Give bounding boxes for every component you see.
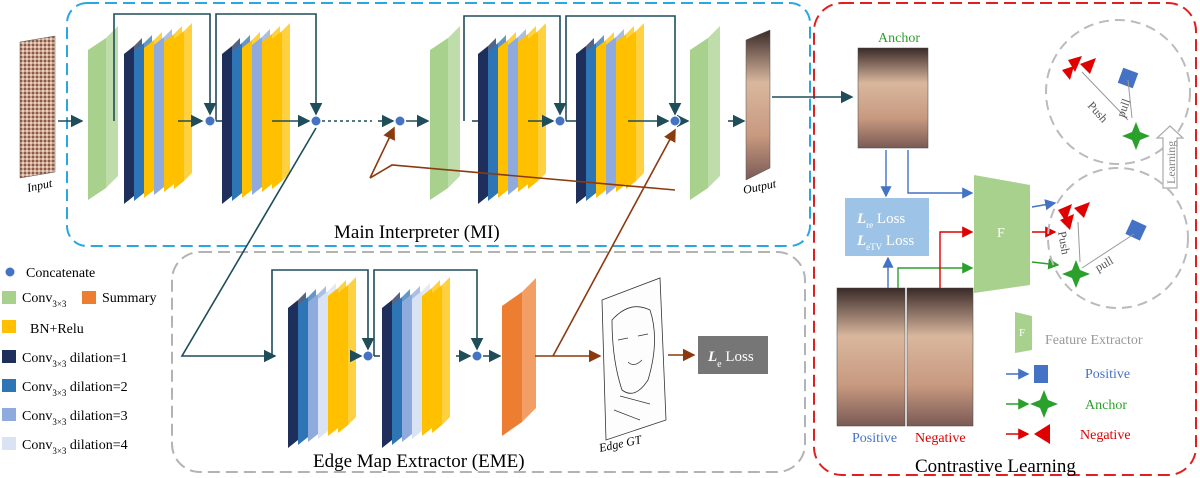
mi-block3-slab-5 (528, 23, 546, 189)
legend: Concatenate Conv3×3 Summary BN+Relu Conv… (2, 266, 156, 456)
legend-concat-label: Concatenate (26, 266, 95, 281)
arrow-feedback-concat (369, 126, 395, 179)
cl-panel (813, 2, 1197, 476)
concat-nodes (204, 115, 681, 362)
eme-block1-slab-5 (338, 277, 356, 433)
embedding-space-before (1045, 19, 1191, 165)
arrow-edge-to-mi (552, 128, 676, 357)
cl-legend-anchor-label: Anchor (1085, 398, 1127, 413)
legend-bn-label: BN+Relu (30, 322, 84, 337)
mi-conv-in (88, 26, 118, 200)
skip-block1-top (113, 13, 217, 121)
push-label-1: Push (1085, 99, 1111, 126)
edge-gt-image (601, 277, 667, 441)
arrow-f-to-pos (1031, 199, 1057, 211)
cl-legend-negative-label: Negative (1080, 428, 1131, 443)
skip-eme1-top (271, 269, 375, 357)
mi-title: Main Interpreter (MI) (334, 222, 500, 243)
eme-block2-slab-5 (432, 277, 450, 433)
legend-conv-label: Conv3×3 (22, 291, 67, 309)
cl-legend-positive-icon (1034, 365, 1048, 383)
svg-text:LeTV Loss: LeTV Loss (856, 233, 914, 252)
legend-summary-label: Summary (102, 291, 156, 306)
le-loss-box: Le Loss (698, 336, 768, 374)
cl-legend-f-letter: F (1019, 327, 1025, 339)
negative-image (906, 287, 974, 427)
cl-legend-anchor-icon (1030, 390, 1058, 418)
output-label: Output (742, 176, 778, 197)
legend-d4-swatch (2, 437, 16, 450)
legend-d3-swatch (2, 408, 16, 421)
negative-label: Negative (915, 431, 966, 446)
legend-d4-label: Conv3×3 dilation=4 (22, 438, 128, 456)
legend-summary-swatch (82, 291, 96, 304)
legend-concat-icon (4, 266, 16, 278)
skip-block4-top (565, 15, 682, 121)
input-image (19, 35, 56, 179)
mi-conv-out (690, 26, 720, 200)
pull-label-2: pull (1093, 253, 1117, 275)
push-label-2: Push (1055, 230, 1073, 255)
arrow-pos-to-f (897, 262, 974, 288)
legend-d2-label: Conv3×3 dilation=2 (22, 380, 128, 398)
mi-conv-mid (430, 26, 460, 200)
mi-block2-slab-5 (272, 23, 290, 189)
arrow-neg-to-f (939, 226, 974, 288)
legend-d2-swatch (2, 379, 16, 392)
cl-legend: F Feature Extractor Positive Anchor Nega… (1006, 312, 1143, 444)
cl-legend-positive-label: Positive (1085, 367, 1130, 382)
anchor-label: Anchor (878, 31, 920, 46)
feature-extractor-block: F (974, 175, 1030, 293)
svg-text:F: F (997, 226, 1005, 241)
skip-block2-top (215, 13, 323, 121)
eme-title: Edge Map Extractor (EME) (313, 451, 525, 472)
skip-eme2-top (373, 269, 484, 356)
legend-conv-swatch (2, 291, 16, 304)
learning-label: Learning (1164, 141, 1178, 184)
svg-text:Le Loss: Le Loss (707, 349, 754, 370)
loss-box: Lre Loss LeTV Loss (845, 198, 929, 256)
embedding-space-after (1047, 167, 1189, 309)
legend-bn-swatch (2, 320, 16, 333)
arrow-anchor-to-f (907, 150, 974, 199)
output-image (745, 29, 771, 181)
cl-title: Contrastive Learning (915, 456, 1076, 477)
positive-image (836, 287, 906, 427)
mi-block1-slab-5 (174, 23, 192, 189)
skip-block3-top (463, 15, 567, 121)
legend-d1-label: Conv3×3 dilation=1 (22, 351, 128, 369)
anchor-image (857, 47, 929, 149)
arrow-mi-to-eme (180, 127, 317, 363)
cl-legend-f-icon (1015, 312, 1032, 353)
mi-panel (66, 2, 811, 247)
learning-arrow (1155, 125, 1185, 189)
legend-d3-label: Conv3×3 dilation=3 (22, 409, 128, 427)
arrow-edge-feedback (369, 164, 676, 191)
legend-d1-swatch (2, 350, 16, 363)
positive-label: Positive (852, 431, 897, 446)
cl-legend-feature-label: Feature Extractor (1045, 333, 1143, 348)
eme-panel (171, 251, 806, 473)
edge-gt-label: Edge GT (597, 432, 644, 455)
cl-legend-negative-icon (1034, 424, 1050, 444)
eme-summary (502, 278, 536, 436)
pull-label-1: pull (1114, 96, 1134, 119)
mi-block4-slab-5 (626, 23, 644, 189)
svg-text:Lre Loss: Lre Loss (856, 211, 905, 230)
input-label: Input (25, 176, 54, 195)
